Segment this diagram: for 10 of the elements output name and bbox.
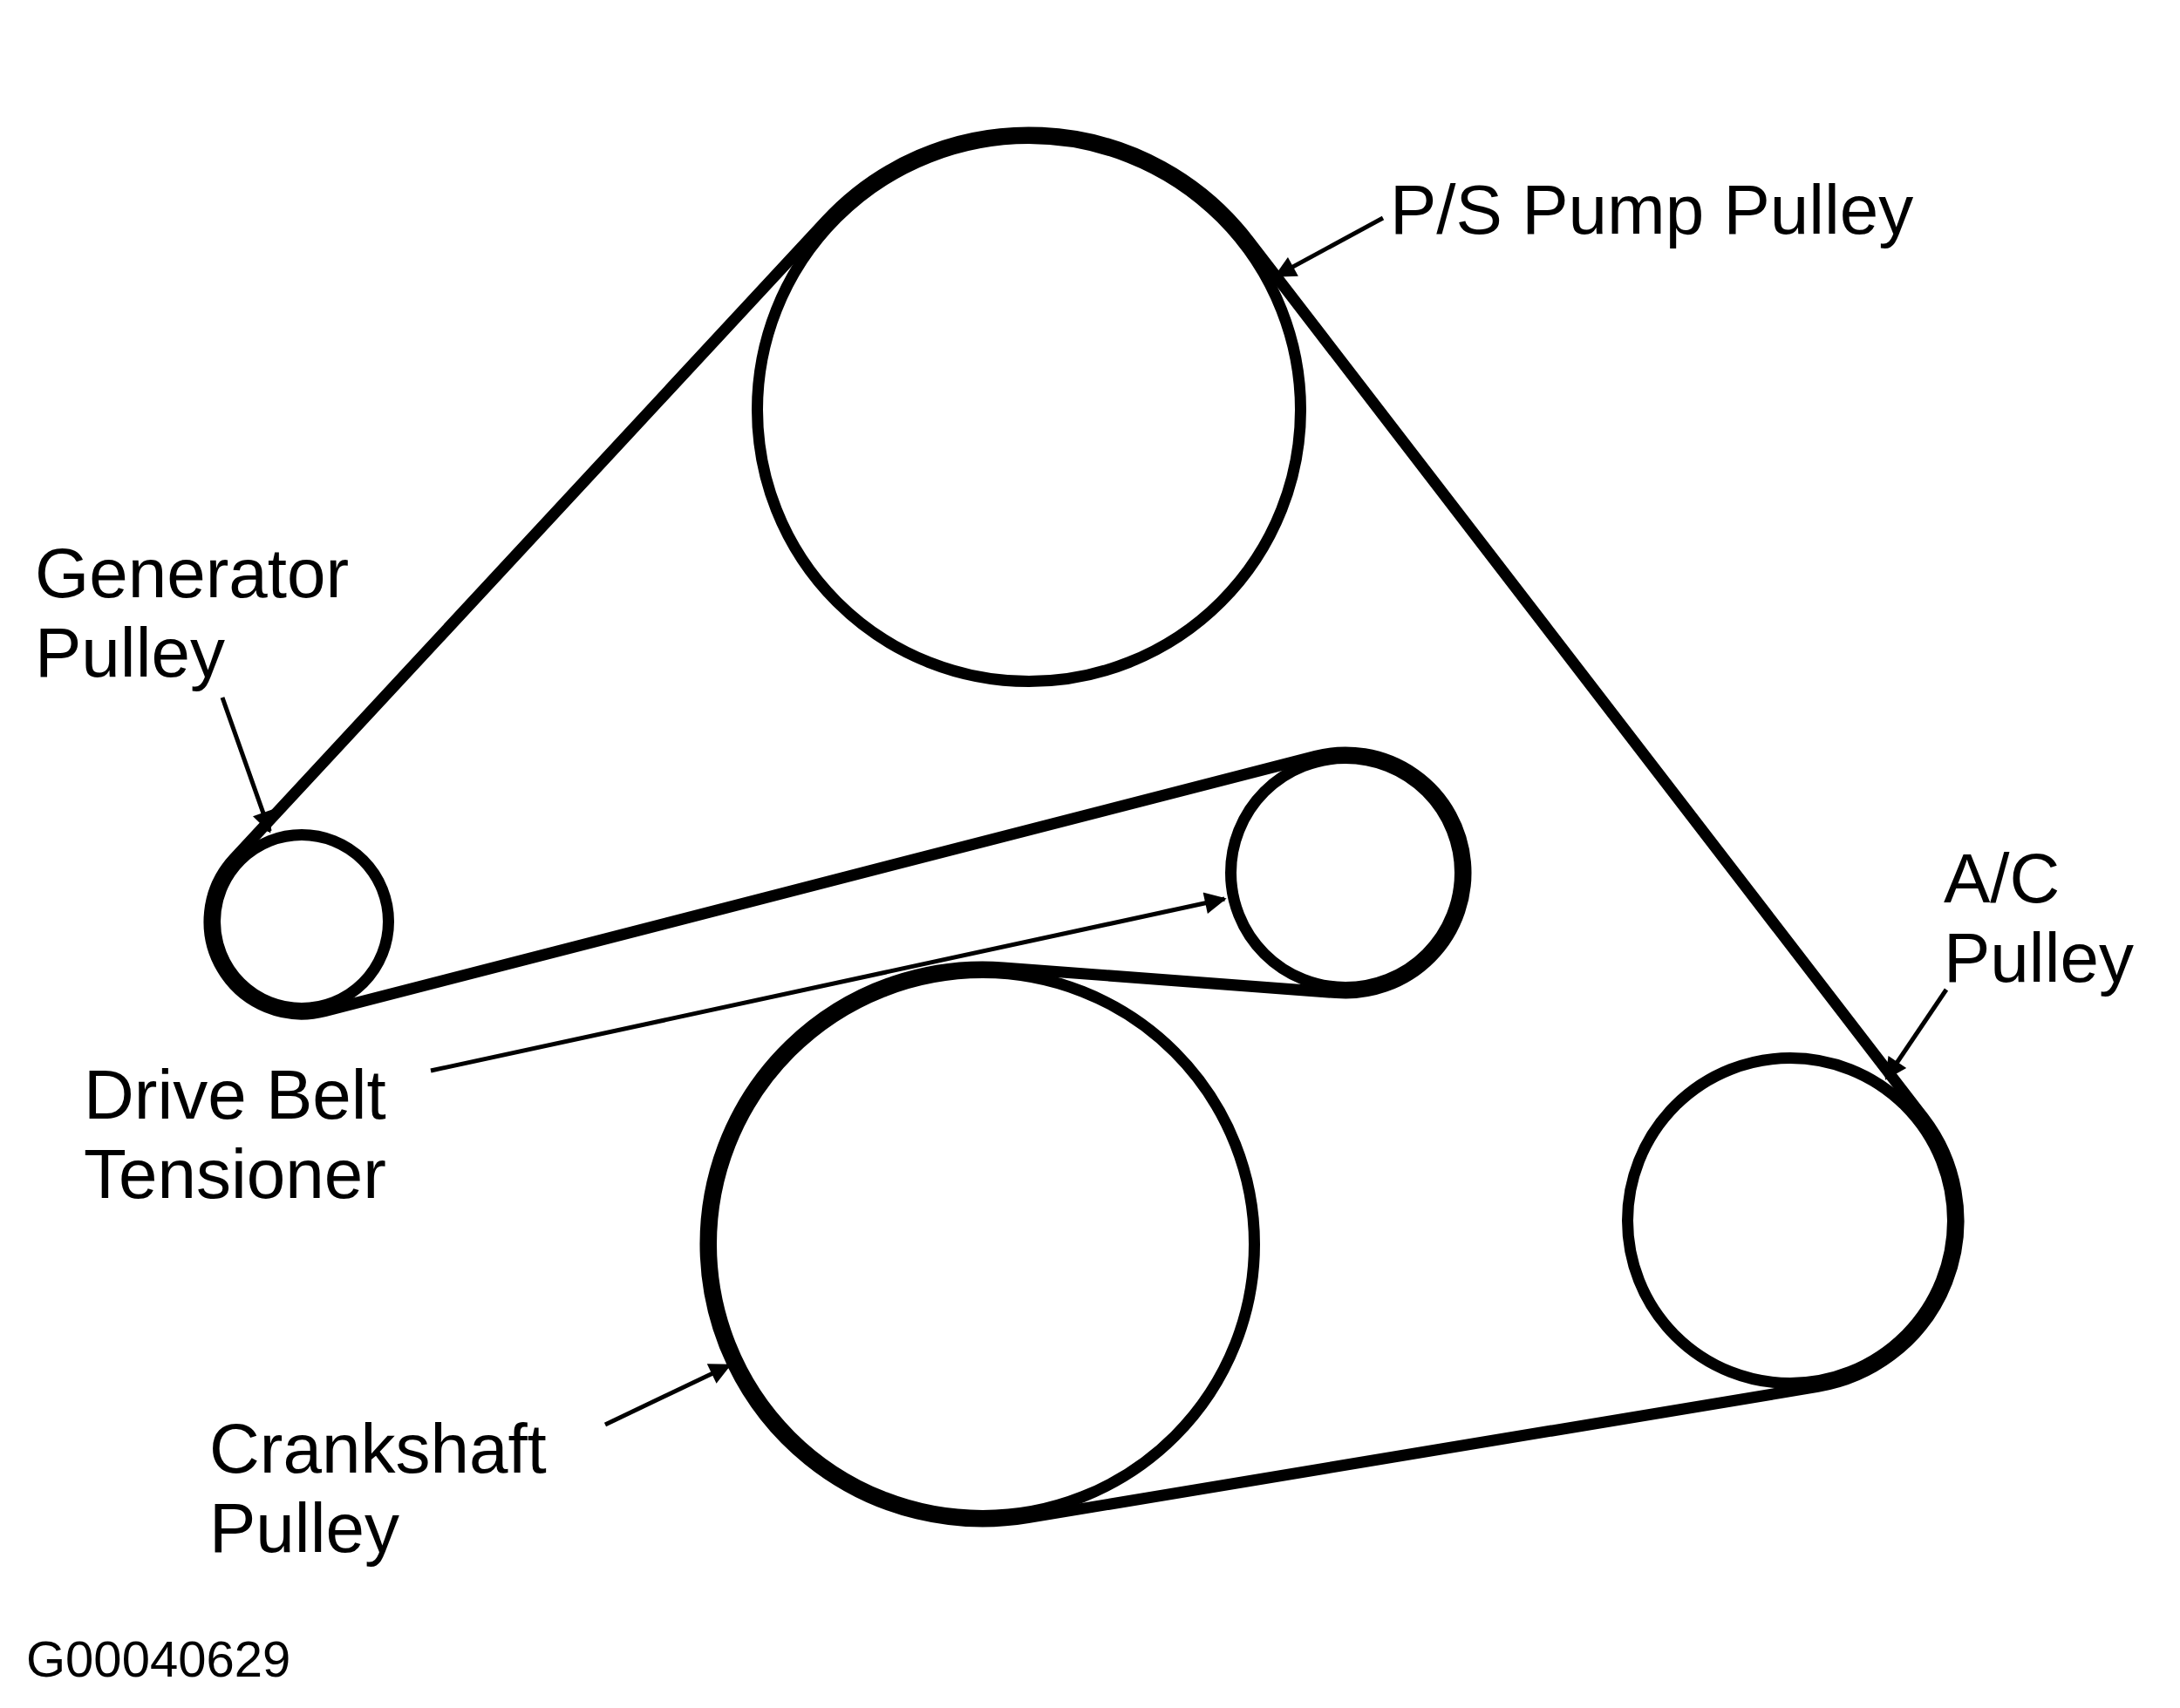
callout-label: Generator Pulley [35, 534, 392, 692]
callout-label: Drive Belt Tensioner [84, 1055, 459, 1214]
callout-label: A/C Pulley [1944, 839, 2175, 997]
callout-label: Crankshaft Pulley [209, 1409, 584, 1568]
figure-code: G00040629 [26, 1630, 291, 1688]
leader-line [430, 892, 1227, 1073]
leader-line [1884, 988, 1949, 1080]
leader-line [220, 697, 274, 834]
leader-line [603, 1363, 732, 1427]
callout-label: P/S Pump Pulley [1390, 170, 2018, 249]
